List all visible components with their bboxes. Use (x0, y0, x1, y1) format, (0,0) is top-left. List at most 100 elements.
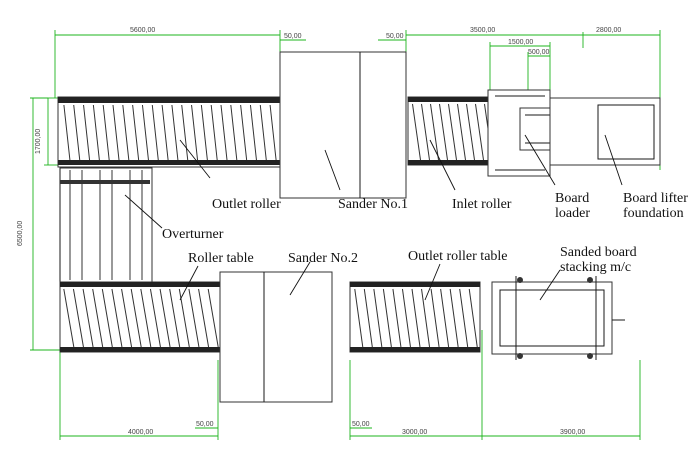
roller (112, 104, 120, 161)
overturner-rails (69, 170, 143, 280)
dim-3900: 3900,00 (560, 429, 585, 436)
roller (169, 288, 181, 348)
label-outlet-roller-table: Outlet roller table (408, 249, 508, 264)
roller (181, 104, 189, 161)
leader-lines (124, 134, 623, 301)
dim-50-top-left: 50,00 (284, 33, 302, 40)
roller (363, 288, 373, 348)
roller (171, 104, 179, 161)
label-sanded-board-2: stacking m/c (560, 260, 631, 275)
dimension-texts: 5600,00 50,00 50,00 3500,00 2800,00 1500… (17, 27, 621, 436)
roller (240, 104, 248, 161)
dim-3000: 3000,00 (402, 429, 427, 436)
roller (421, 288, 431, 348)
roller (151, 104, 159, 161)
roller (83, 104, 91, 161)
roller (230, 104, 238, 161)
dim-1500: 1500,00 (508, 39, 533, 46)
roller (249, 104, 257, 161)
roller (141, 104, 149, 161)
label-sander-no2: Sander No.2 (288, 251, 358, 266)
roller (382, 288, 392, 348)
roller (207, 288, 219, 348)
roller (210, 104, 218, 161)
dim-500: 500,00 (528, 49, 550, 56)
roller (198, 288, 210, 348)
label-roller-table: Roller table (188, 251, 254, 266)
roller (412, 103, 421, 161)
label-sander-no1: Sander No.1 (338, 197, 408, 212)
roller (200, 104, 208, 161)
roller (63, 104, 71, 161)
roller (430, 288, 440, 348)
roller (466, 103, 475, 161)
roller (92, 104, 100, 161)
dim-50-bottom-right: 50,00 (352, 421, 370, 428)
board-lifter-foundation (549, 97, 661, 166)
roller (449, 288, 459, 348)
roller (122, 104, 130, 161)
dim-5600: 5600,00 (130, 27, 155, 34)
roller (121, 288, 133, 348)
roller (161, 104, 169, 161)
dim-1700: 1700,00 (35, 129, 42, 154)
roller (373, 288, 383, 348)
sander-no1-unit (279, 51, 407, 199)
roller-table-rollers (63, 288, 219, 348)
roller (101, 288, 113, 348)
label-board-loader-2: loader (555, 206, 590, 221)
roller (401, 288, 411, 348)
label-board-lifter-2: foundation (623, 206, 684, 221)
outlet-roller-table-rollers (354, 288, 478, 348)
sander-no2-unit (219, 271, 333, 403)
label-overturner: Overturner (162, 227, 224, 242)
sanded-board-stacking-unit (491, 276, 625, 360)
roller (111, 288, 123, 348)
roller (475, 103, 484, 161)
roller (457, 103, 466, 161)
label-board-loader-1: Board (555, 191, 589, 206)
dim-4000: 4000,00 (128, 429, 153, 436)
roller (259, 104, 267, 161)
dim-50-top-right: 50,00 (386, 33, 404, 40)
outlet-roller-unit (57, 96, 281, 168)
roller (102, 104, 110, 161)
roller-table-unit (59, 281, 221, 353)
roller (191, 104, 199, 161)
roller (73, 104, 81, 161)
label-board-lifter-1: Board lifter (623, 191, 688, 206)
roller (439, 103, 448, 161)
roller (132, 104, 140, 161)
label-inlet-roller: Inlet roller (452, 197, 512, 212)
roller (72, 288, 84, 348)
roller (411, 288, 421, 348)
roller (188, 288, 200, 348)
roller (220, 104, 228, 161)
label-outlet-roller: Outlet roller (212, 197, 281, 212)
board-loader-unit (487, 89, 591, 177)
roller (459, 288, 469, 348)
equipment-labels: Outlet roller Sander No.1 Inlet roller B… (162, 191, 688, 275)
roller (354, 288, 364, 348)
roller (149, 288, 161, 348)
roller (92, 288, 104, 348)
dim-50-bottom-left: 50,00 (196, 421, 214, 428)
outlet-roller-table-unit (349, 281, 481, 353)
roller (159, 288, 171, 348)
roller (140, 288, 152, 348)
dim-6500: 6500,00 (17, 221, 24, 246)
roller (392, 288, 402, 348)
dim-3500: 3500,00 (470, 27, 495, 34)
roller (421, 103, 430, 161)
roller (82, 288, 94, 348)
roller (430, 103, 439, 161)
roller (130, 288, 142, 348)
roller (468, 288, 478, 348)
label-sanded-board-1: Sanded board (560, 245, 637, 260)
roller (448, 103, 457, 161)
outlet-roller-rollers (63, 104, 277, 161)
roller (269, 104, 277, 161)
roller (440, 288, 450, 348)
